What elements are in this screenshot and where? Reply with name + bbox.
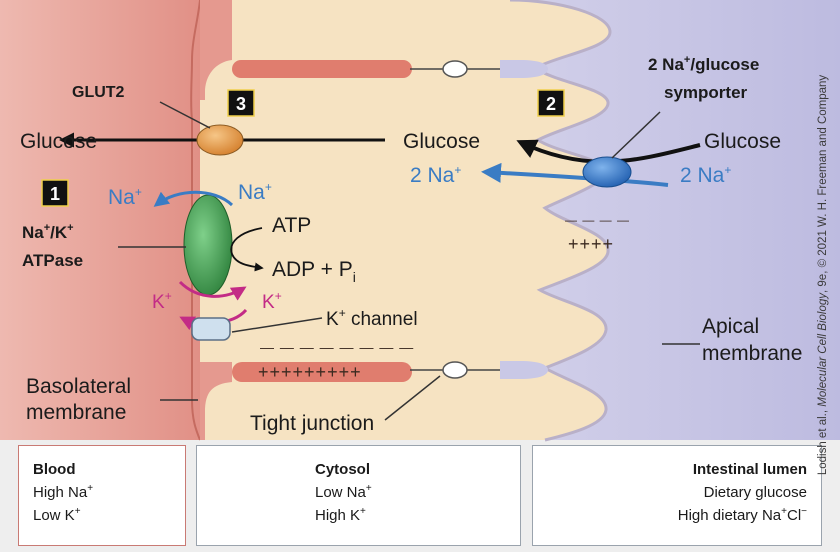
copyright-credit: Lodish et al., Molecular Cell Biology, 9… <box>817 74 829 476</box>
k-channel-label: K+ channel <box>326 306 418 330</box>
basolateral-label: Basolateral <box>26 375 131 398</box>
atpase-label-line2: ATPase <box>22 251 83 270</box>
legend-blood-line2: Low K+ <box>33 506 81 525</box>
upper-apical-notch <box>500 60 548 78</box>
glut2-transporter <box>196 124 244 156</box>
apical-negative-charges: — — — — <box>565 213 630 227</box>
svg-text:3: 3 <box>236 94 246 114</box>
na-efflux-arrow <box>153 190 234 207</box>
legend-lumen-line1: Dietary glucose <box>703 484 807 501</box>
na-k-atpase <box>183 194 233 296</box>
glucose-blood-label: Glucose <box>20 130 97 153</box>
svg-text:1: 1 <box>50 184 60 204</box>
legend-lumen-title: Intestinal lumen <box>692 461 807 478</box>
lower-lateral-membrane <box>232 362 412 382</box>
membrane-positive-charges: +++++++++ <box>258 362 362 382</box>
upper-tight-junction <box>442 60 468 78</box>
atpase-label: Na+/K+ <box>22 222 74 242</box>
basolateral-label-line2: membrane <box>26 401 126 424</box>
symporter-label-line2: symporter <box>664 83 748 102</box>
na-blood-label: Na+ <box>108 185 142 209</box>
legend-cytosol-line1: Low Na+ <box>315 483 372 502</box>
tight-junction-label: Tight junction <box>250 412 374 435</box>
glut2-label: GLUT2 <box>72 84 125 101</box>
step-badge-2: 2 <box>537 89 565 117</box>
legend-cytosol-line2: High K+ <box>315 506 366 525</box>
step-badge-1: 1 <box>41 179 69 207</box>
k-blood-label: K+ <box>152 289 172 313</box>
na-glucose-symporter <box>582 156 632 188</box>
legend-blood-title: Blood <box>33 461 76 478</box>
adp-label: ADP + Pi <box>272 258 356 285</box>
k-channel <box>191 317 231 341</box>
k-cytosol-label: K+ <box>262 289 282 313</box>
na2-cytosol-label: 2 Na+ <box>410 163 461 187</box>
svg-text:2: 2 <box>546 94 556 114</box>
na2-lumen-label: 2 Na+ <box>680 163 731 187</box>
legend-cytosol: Cytosol Low Na+ High K+ <box>196 445 521 546</box>
atp-label: ATP <box>272 214 311 237</box>
cytosol-region <box>200 0 610 440</box>
apical-positive-charges: ++++ <box>568 234 614 254</box>
na-cytosol-label: Na+ <box>238 180 272 204</box>
glucose-cytosol-label: Glucose <box>403 130 480 153</box>
k-influx-arrow <box>178 280 247 301</box>
glut2-leader <box>159 101 211 129</box>
symporter-label: 2 Na+/glucose <box>648 54 759 74</box>
upper-junction-band <box>200 0 232 100</box>
basolateral-membrane <box>190 0 201 441</box>
membrane-negative-charges: — — — — — — — — <box>260 339 414 355</box>
apical-label-line2: membrane <box>702 342 802 365</box>
legend-intestinal-lumen: Intestinal lumen Dietary glucose High di… <box>532 445 822 546</box>
legend-blood-line1: High Na+ <box>33 483 94 502</box>
legend-lumen-line2: High dietary Na+Cl− <box>677 506 807 525</box>
tight-junction-leader <box>384 375 441 421</box>
lower-junction-band <box>200 362 232 440</box>
lower-apical-notch <box>500 361 548 379</box>
atp-hydrolysis-arrow <box>230 227 264 272</box>
lower-tight-junction <box>442 361 468 379</box>
upper-lateral-membrane <box>232 60 412 78</box>
step-badge-3: 3 <box>227 89 255 117</box>
legend-cytosol-title: Cytosol <box>315 461 371 478</box>
apical-label: Apical <box>702 315 759 338</box>
legend-blood: Blood High Na+ Low K+ <box>18 445 186 546</box>
sodium-uptake-arrow <box>481 162 669 187</box>
glucose-lumen-label: Glucose <box>704 130 781 153</box>
k-channel-leader <box>231 317 323 333</box>
symporter-leader <box>611 111 661 159</box>
